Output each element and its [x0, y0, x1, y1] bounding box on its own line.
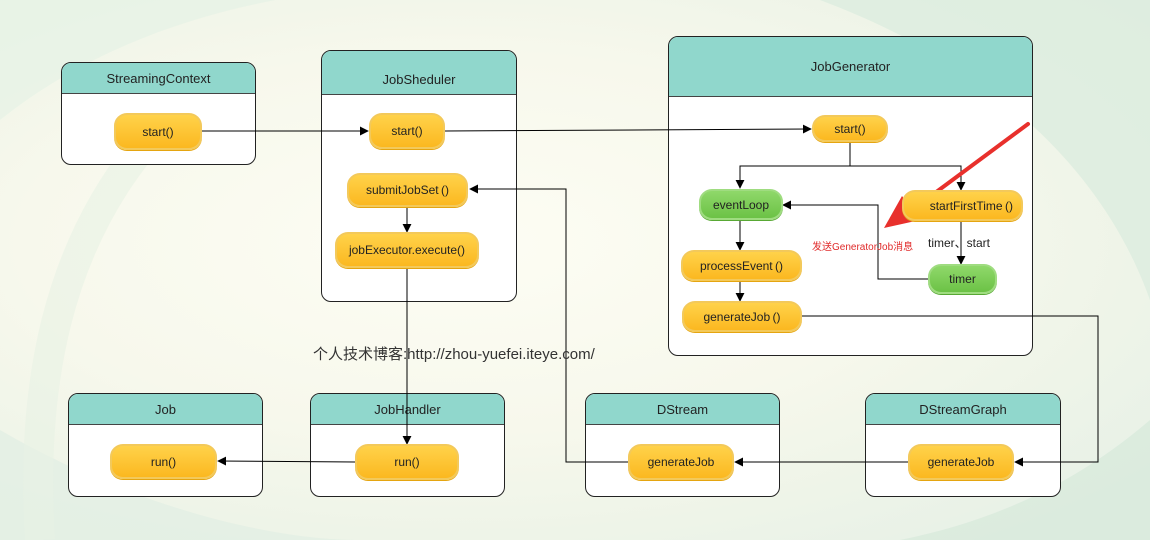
job-scheduler-title: JobSheduler [322, 51, 516, 95]
send-message-label: 发送GeneratorJob消息 [812, 242, 914, 253]
submit-job-set-node: submitJobSet () [347, 173, 468, 207]
job-box: Job [68, 393, 263, 497]
job-scheduler-start-node: start() [369, 113, 445, 149]
dstream-generate-job-node: generateJob [628, 444, 734, 480]
streaming-context-start-node: start() [114, 113, 202, 150]
event-loop-node: eventLoop [699, 189, 783, 220]
job-generator-title: JobGenerator [669, 37, 1032, 97]
job-handler-run-node: run() [355, 444, 459, 480]
dstream-title: DStream [586, 394, 779, 425]
job-title: Job [69, 394, 262, 425]
start-first-time-node: startFirstTime () [902, 190, 1023, 221]
dstream-graph-generate-job-node: generateJob [908, 444, 1014, 480]
streaming-context-title: StreamingContext [62, 63, 255, 94]
process-event-node: processEvent () [681, 250, 802, 281]
timer-start-label: timer、start [928, 236, 991, 250]
job-generator-generate-job-node: generateJob () [682, 301, 802, 332]
timer-node: timer [928, 264, 997, 294]
job-run-node: run() [110, 444, 217, 479]
job-generator-start-node: start() [812, 115, 888, 142]
dstream-graph-title: DStreamGraph [866, 394, 1060, 425]
blog-watermark: 个人技术博客:http://zhou-yuefei.iteye.com/ [313, 346, 595, 363]
job-handler-title: JobHandler [311, 394, 504, 425]
job-executor-execute-node: jobExecutor.execute() [335, 232, 479, 268]
